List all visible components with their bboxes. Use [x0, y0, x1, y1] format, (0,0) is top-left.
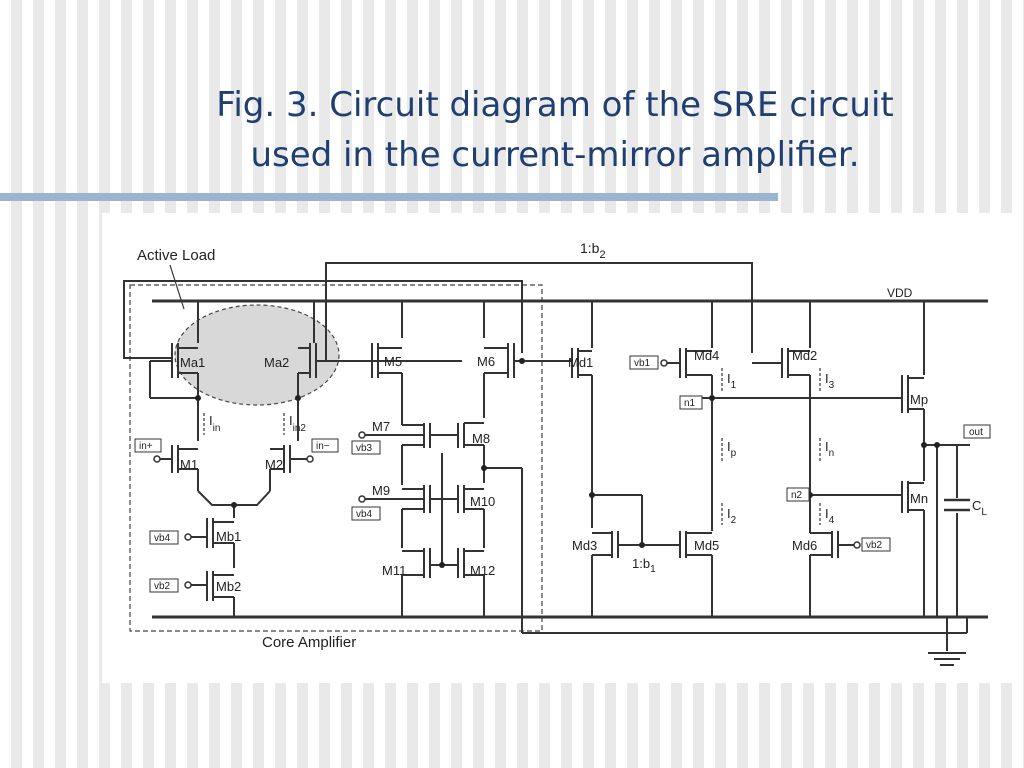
node-n2: n2	[791, 490, 803, 501]
terminal-out: out	[969, 427, 983, 438]
transistor-mb2: Mb2	[216, 579, 241, 594]
transistor-m8: M8	[472, 431, 490, 446]
slide-title: Fig. 3. Circuit diagram of the SRE circu…	[110, 80, 1000, 180]
svg-text:In: In	[825, 439, 834, 459]
transistor-m9: M9	[372, 483, 390, 498]
svg-text:Iin2: Iin2	[289, 413, 306, 434]
core-amplifier-boundary	[129, 284, 543, 632]
current-i2: I	[727, 506, 731, 521]
transistor-m5: M5	[384, 354, 402, 369]
current-i4: I	[825, 506, 829, 521]
circuit-diagram: Active Load Core Amplifier VDD Ma1 Ma2 M…	[123, 240, 991, 666]
current-ip: I	[727, 439, 731, 454]
load-capacitor-label: CL	[972, 498, 987, 518]
terminal-circles	[153, 359, 861, 589]
transistor-md6: Md6	[792, 538, 817, 553]
core-amplifier-label: Core Amplifier	[262, 634, 356, 651]
transistor-m11: M11	[382, 563, 406, 578]
transistor-m1: M1	[180, 457, 198, 472]
terminal-vb4-left: vb4	[154, 533, 171, 544]
current-arrows	[203, 368, 821, 525]
ratio-b2-label: 1:b2	[580, 240, 606, 261]
current-iin-sub: in	[213, 423, 221, 434]
terminal-vb2-right: vb2	[866, 540, 883, 551]
node-n1: n1	[684, 398, 696, 409]
current-i3: I	[825, 371, 829, 386]
svg-text:Ip: Ip	[727, 439, 737, 459]
terminal-vb1: vb1	[634, 358, 651, 369]
svg-text:I1: I1	[727, 371, 737, 391]
active-load-pointer	[169, 264, 185, 310]
current-labels: Iin Iin2 I1 I3 Ip In I2 I4	[209, 371, 835, 526]
current-i3-sub: 3	[829, 380, 835, 391]
junction-dots	[195, 358, 940, 568]
ground-symbol	[928, 652, 966, 666]
feedback-wire-b2	[325, 262, 753, 361]
current-i2-sub: 2	[731, 515, 737, 526]
transistor-ma2: Ma2	[264, 355, 289, 370]
transistor-m6: M6	[477, 354, 495, 369]
circuit-figure: Active Load Core Amplifier VDD Ma1 Ma2 M…	[102, 213, 1012, 683]
svg-text:I2: I2	[727, 506, 737, 526]
transistor-m12: M12	[470, 563, 495, 578]
svg-text:Iin: Iin	[209, 413, 220, 434]
transistor-mn: Mn	[910, 491, 928, 506]
vdd-label: VDD	[887, 286, 913, 300]
svg-text:I4: I4	[825, 506, 835, 526]
current-iin2: I	[289, 413, 293, 428]
transistor-md1: Md1	[568, 355, 593, 370]
transistor-md3: Md3	[572, 538, 597, 553]
terminal-vb2-left: vb2	[154, 581, 171, 592]
terminal-in-plus: in+	[139, 441, 153, 452]
title-divider	[0, 193, 778, 201]
current-in-sub: n	[829, 448, 835, 459]
feedback-wire-left	[123, 280, 523, 359]
title-line-2: used in the current-mirror amplifier.	[250, 135, 860, 175]
svg-text:I3: I3	[825, 371, 835, 391]
title-line-1: Fig. 3. Circuit diagram of the SRE circu…	[216, 85, 894, 125]
terminal-boxes	[134, 355, 991, 593]
transistor-md4: Md4	[694, 348, 719, 363]
ratio-b1-label: 1:b1	[632, 556, 656, 575]
transistor-mp: Mp	[910, 392, 928, 407]
transistor-m7: M7	[372, 419, 390, 434]
current-iin2-sub: in2	[293, 423, 307, 434]
transistor-m10: M10	[470, 494, 495, 509]
transistor-ma1: Ma1	[180, 355, 205, 370]
transistor-mb1: Mb1	[216, 529, 241, 544]
transistor-md5: Md5	[694, 538, 719, 553]
transistor-m2: M2	[265, 457, 283, 472]
terminal-vb4-mid: vb4	[356, 509, 373, 520]
terminal-in-minus: in−	[316, 441, 330, 452]
current-iin: I	[209, 413, 213, 428]
current-i1-sub: 1	[731, 380, 737, 391]
current-i1: I	[727, 371, 731, 386]
transistor-md2: Md2	[792, 348, 817, 363]
active-load-label: Active Load	[137, 247, 215, 264]
current-in: I	[825, 439, 829, 454]
current-i4-sub: 4	[829, 515, 835, 526]
current-ip-sub: p	[731, 448, 737, 459]
terminal-vb3: vb3	[356, 443, 373, 454]
